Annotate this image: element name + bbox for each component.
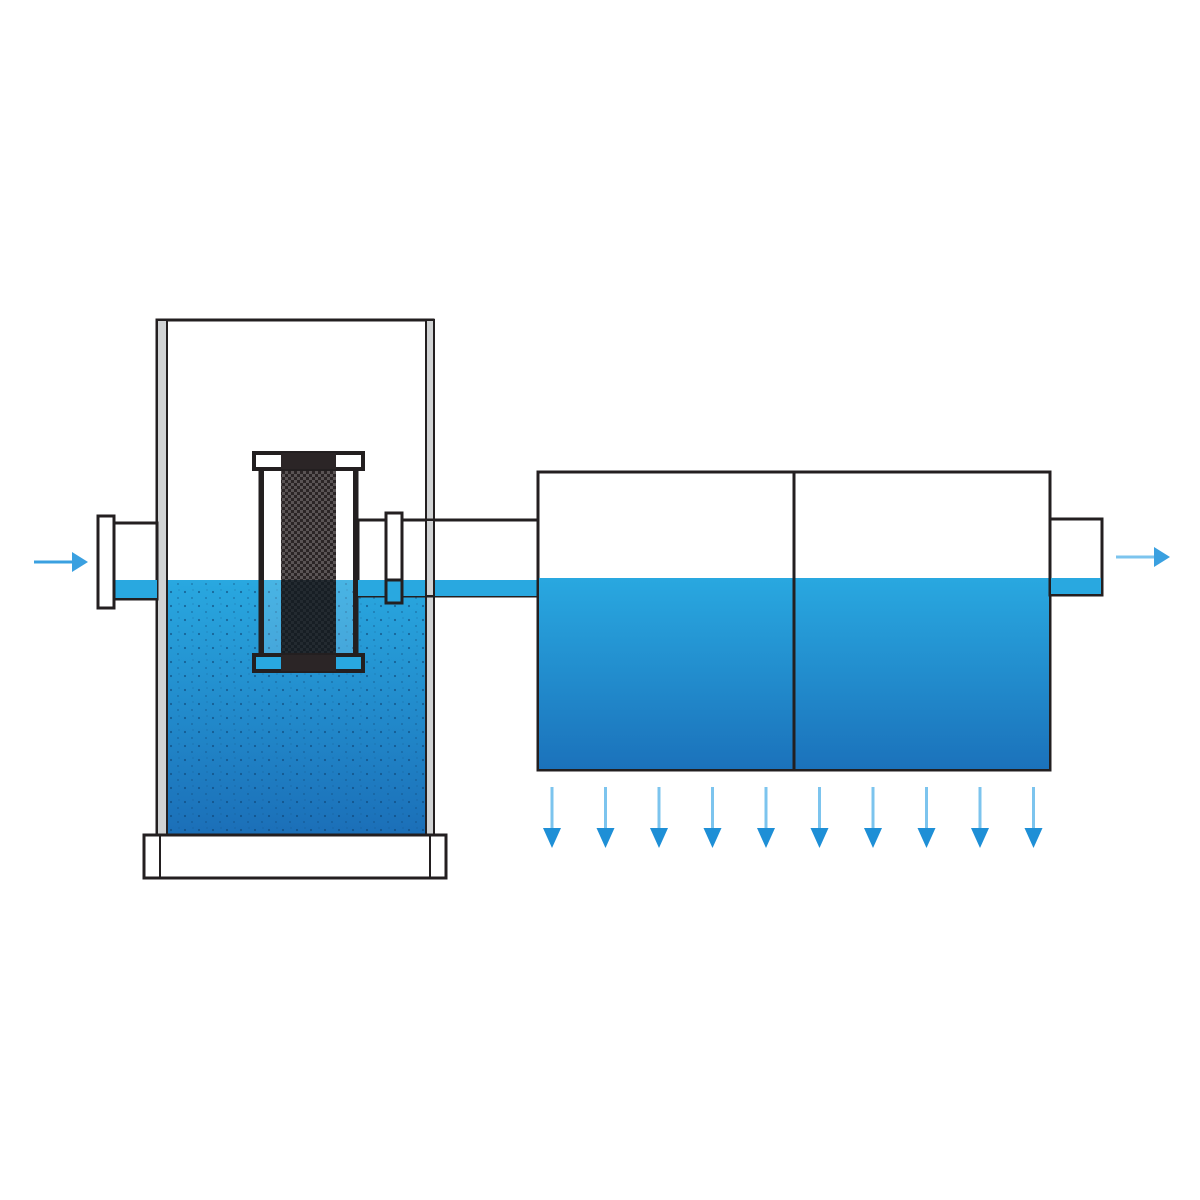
outlet-arrow-icon (1116, 547, 1170, 567)
arrow-down-icon (917, 787, 936, 848)
arrow-down-icon (703, 787, 722, 848)
arrow-down-icon (810, 787, 829, 848)
arrow-down-icon (543, 787, 561, 848)
inlet-flange (96, 514, 116, 610)
drain-arrows (543, 787, 1043, 848)
inlet-pipe (96, 514, 159, 610)
arrow-down-icon (1024, 787, 1043, 848)
connecting-pipe (356, 511, 540, 605)
arrow-down-icon (596, 787, 615, 848)
effluent-filter (252, 451, 365, 673)
inlet-arrow-icon (34, 552, 88, 572)
arrow-down-icon (864, 787, 882, 848)
treatment-chambers (536, 470, 1052, 772)
tank-base (142, 833, 448, 880)
arrow-down-icon (650, 787, 668, 848)
arrow-down-icon (757, 787, 775, 848)
arrow-down-icon (971, 787, 989, 848)
outlet-pipe (1048, 517, 1104, 597)
septic-tank (142, 318, 448, 880)
